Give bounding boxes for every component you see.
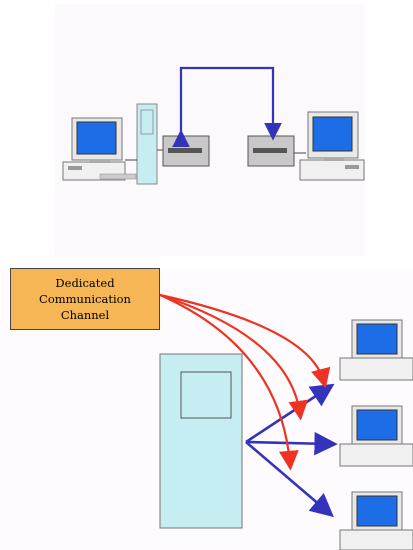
top-diagram-svg: [62, 66, 365, 185]
bottom-diagram-svg: [159, 293, 413, 550]
link-terminal-1: [245, 383, 335, 444]
label-line-3: Channel: [60, 308, 110, 322]
desktop-computer-right: [299, 111, 365, 181]
dedicated-channel-curve-2: [159, 293, 309, 421]
dedicated-channel-curve-1: [159, 293, 331, 389]
tower-left: [136, 103, 158, 185]
modem-left: [162, 135, 210, 167]
dedicated-channel-label: Dedicated Communication Channel: [10, 268, 160, 330]
dedicated-channel-curve-3: [159, 293, 299, 471]
terminal-computer-1: [339, 319, 413, 381]
host-mainframe: [159, 353, 243, 529]
modem-link-arrow: [172, 66, 282, 147]
desktop-computer-left: [62, 117, 137, 181]
label-line-1: Dedicated: [55, 276, 115, 290]
modem-right: [247, 135, 295, 167]
point-to-point-diagram: [0, 0, 413, 262]
dedicated-channel-diagram: Dedicated Communication Channel: [0, 268, 413, 550]
link-terminal-3: [245, 441, 334, 518]
terminal-computer-2: [339, 405, 413, 467]
terminal-computer-3: [339, 491, 413, 550]
label-line-2: Communication: [39, 292, 131, 306]
